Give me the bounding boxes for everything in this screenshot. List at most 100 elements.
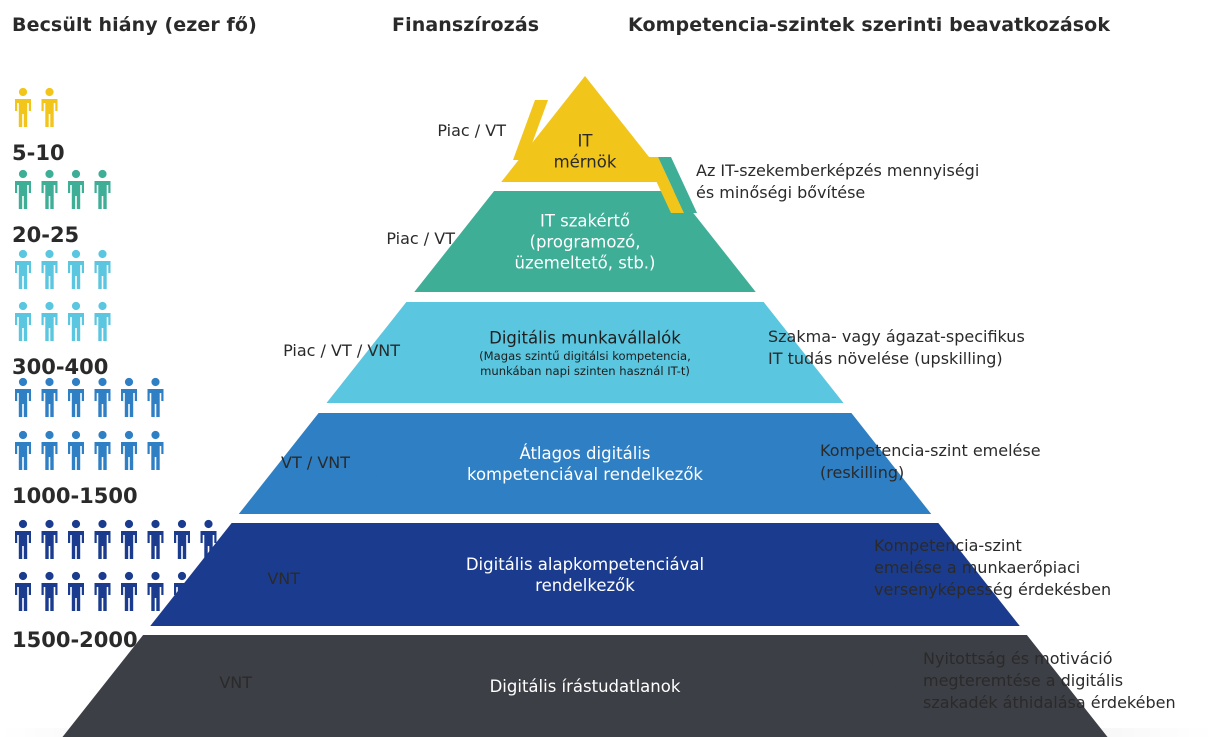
- pyramid-level-shape: [414, 191, 756, 292]
- shortage-column: 5-10 20-25 300-400 1000-1500 1500-2000: [12, 87, 217, 652]
- pyramid-level-shape: [62, 635, 1108, 737]
- person-icon: [94, 571, 111, 611]
- person-icon: [68, 377, 84, 417]
- pyramid-level-shape: [501, 76, 669, 182]
- person-icon: [94, 377, 111, 417]
- person-icon: [68, 249, 84, 289]
- intervention-bar: [770, 434, 807, 492]
- intervention-text: szakadék áthidalása érdekében: [923, 693, 1176, 712]
- intervention-item: Az IT-szekemberképzés mennyiségi és minős…: [696, 161, 979, 202]
- person-icon: [14, 301, 31, 341]
- person-icon: [94, 301, 111, 341]
- person-icon: [147, 377, 164, 417]
- shortage-label: 5-10: [12, 141, 65, 165]
- interventions-column: Az IT-szekemberképzés mennyiségi és minős…: [645, 157, 1176, 712]
- intervention-text: megteremtése a digitális: [923, 671, 1123, 690]
- header-interventions: Kompetencia-szintek szerinti beavatkozás…: [628, 14, 1111, 36]
- intervention-text: Az IT-szekemberképzés mennyiségi: [696, 161, 979, 180]
- pyramid-level-label: Digitális alapkompetenciával: [466, 555, 704, 574]
- shortage-group: 1500-2000: [12, 519, 217, 652]
- intervention-bar: [868, 654, 906, 712]
- intervention-bar-it: [645, 157, 697, 213]
- funding-column: Piac / VT Piac / VT Piac / VT / VNT VT / VN…: [219, 100, 548, 713]
- person-icon: [68, 301, 84, 341]
- intervention-bar: [719, 323, 756, 380]
- funding-label: VNT: [267, 569, 300, 588]
- pyramid-level: Digitális írástudatlanok: [62, 635, 1108, 737]
- intervention-item: Nyitottság és motiváció megteremtése a di…: [923, 649, 1176, 712]
- pyramid-level-label: üzemeltető, stb.): [515, 254, 656, 273]
- pyramid-level-label: mérnök: [554, 153, 617, 172]
- pyramid-level-shape: [238, 413, 932, 514]
- funding-item: Piac / VT / VNT: [283, 323, 444, 380]
- person-icon: [41, 87, 58, 127]
- funding-bar: [408, 323, 444, 380]
- funding-item: Piac / VT: [437, 100, 548, 160]
- pyramid-level-label: IT szakértő: [540, 211, 630, 230]
- intervention-text: emelése a munkaerőpiaci: [874, 558, 1080, 577]
- person-icon: [41, 301, 58, 341]
- person-icon: [41, 169, 58, 209]
- pyramid-level-label: (Magas szintű digitálsi kompetencia,: [479, 349, 691, 363]
- header-funding: Finanszírozás: [392, 14, 540, 36]
- person-icon: [68, 169, 84, 209]
- person-icon: [94, 249, 111, 289]
- intervention-text: (reskilling): [820, 463, 904, 482]
- shortage-label: 300-400: [12, 355, 108, 379]
- pyramid-level-shape: [326, 302, 844, 403]
- person-icon: [68, 571, 84, 611]
- person-icon: [41, 377, 58, 417]
- funding-item: VNT: [267, 548, 341, 606]
- person-icon: [121, 430, 137, 470]
- shortage-label: 1000-1500: [12, 484, 138, 508]
- shortage-group: 20-25: [12, 169, 111, 247]
- funding-item: VNT: [219, 655, 297, 713]
- intervention-text: IT tudás növelése (upskilling): [768, 349, 1003, 368]
- pyramid-level-label: kompetenciával rendelkezők: [467, 465, 703, 484]
- intervention-text: és minőségi bővítése: [696, 183, 865, 202]
- funding-label: Piac / VT / VNT: [283, 341, 400, 360]
- pyramid-level-label: Átlagos digitális: [519, 444, 650, 463]
- funding-label: Piac / VT: [437, 121, 506, 140]
- person-icon: [68, 430, 84, 470]
- pyramid-level: IT szakértő(programozó,üzemeltető, stb.): [414, 191, 756, 292]
- funding-label: Piac / VT: [386, 229, 455, 248]
- intervention-text: Nyitottság és motiváció: [923, 649, 1113, 668]
- person-icon: [14, 571, 31, 611]
- intervention-item: Kompetencia-szint emelése(reskilling): [820, 441, 1041, 482]
- person-icon: [94, 430, 111, 470]
- pyramid-level-label: Digitális munkavállalók: [489, 329, 681, 348]
- intervention-text: versenyképesség érdekésben: [874, 580, 1111, 599]
- funding-bar: [460, 210, 496, 268]
- funding-item: Piac / VT: [386, 210, 496, 268]
- funding-bar: [513, 100, 548, 160]
- person-icon: [41, 519, 58, 559]
- person-icon: [174, 519, 190, 559]
- person-icon: [94, 519, 111, 559]
- funding-item: VT / VNT: [281, 434, 393, 492]
- person-icon: [147, 519, 164, 559]
- funding-label: VNT: [219, 673, 252, 692]
- funding-label: VT / VNT: [281, 453, 350, 472]
- person-icon: [94, 169, 111, 209]
- person-icon: [14, 87, 31, 127]
- intervention-item: Kompetencia-szint emelése a munkaerőpiaci…: [874, 536, 1111, 599]
- person-icon: [147, 430, 164, 470]
- header-shortage: Becsült hiány (ezer fő): [12, 14, 257, 36]
- shortage-label: 20-25: [12, 223, 79, 247]
- person-icon: [41, 249, 58, 289]
- pyramid-level-shape: [150, 523, 1020, 626]
- pyramid-level-label: munkában napi szinten használ IT-t): [480, 364, 690, 378]
- pyramid-level: Digitális munkavállalók(Magas szintű dig…: [326, 302, 844, 403]
- person-icon: [121, 519, 137, 559]
- pyramid-level-label: Digitális írástudatlanok: [490, 677, 681, 696]
- person-icon: [14, 249, 31, 289]
- intervention-text: Kompetencia-szint: [874, 536, 1022, 555]
- person-icon: [14, 519, 31, 559]
- person-icon: [121, 377, 137, 417]
